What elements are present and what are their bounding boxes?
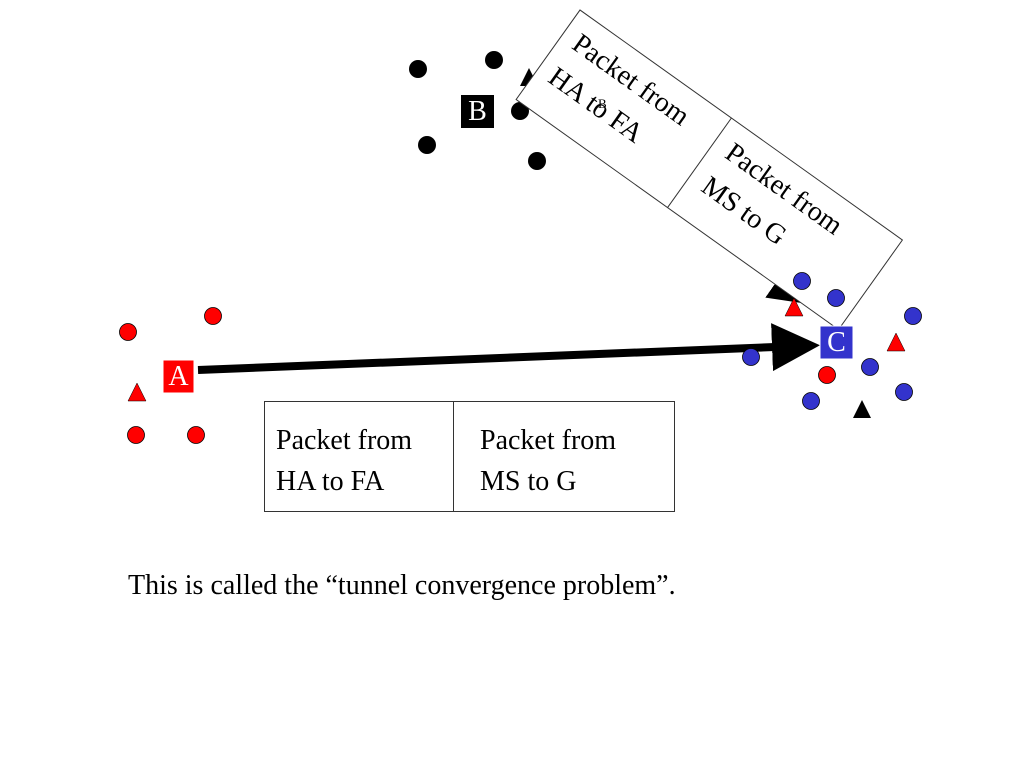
small-b-label: B bbox=[598, 96, 607, 111]
red-dot bbox=[127, 426, 145, 444]
red-dot bbox=[187, 426, 205, 444]
red-triangle bbox=[886, 332, 906, 352]
blue-dot bbox=[861, 358, 879, 376]
packet-box-upper: Packet from HA to FA Packet from MS to G bbox=[515, 9, 904, 331]
node-c-label: C bbox=[827, 327, 846, 358]
blue-dot bbox=[793, 272, 811, 290]
blue-dot bbox=[895, 383, 913, 401]
red-triangle bbox=[127, 382, 147, 402]
caption-text: This is called the “tunnel convergence p… bbox=[128, 570, 676, 601]
cluster-c bbox=[742, 272, 922, 418]
cell-ha-fa-line1: Packet from bbox=[276, 425, 413, 456]
red-dot bbox=[119, 323, 137, 341]
red-dot bbox=[204, 307, 222, 325]
blue-dot bbox=[802, 392, 820, 410]
node-b-box bbox=[461, 95, 494, 128]
black-triangle bbox=[853, 400, 871, 418]
red-dot bbox=[818, 366, 836, 384]
node-a-label: A bbox=[168, 361, 189, 392]
blue-dot bbox=[827, 289, 845, 307]
black-dot bbox=[409, 60, 427, 78]
black-dot bbox=[485, 51, 503, 69]
packet-box-lower: Packet from HA to FA Packet from MS to G bbox=[264, 401, 675, 512]
node-c-box bbox=[819, 325, 854, 360]
cell-ms-g-line1: Packet from bbox=[480, 425, 617, 456]
arrow-a-to-c bbox=[197, 323, 820, 374]
black-dot bbox=[528, 152, 546, 170]
blue-dot bbox=[742, 348, 760, 366]
red-triangle bbox=[784, 297, 804, 317]
node-a-box bbox=[162, 359, 195, 394]
packet-cell-ms-g: Packet from MS to G bbox=[454, 402, 674, 511]
black-dot bbox=[511, 102, 529, 120]
packet-cell-ha-fa: Packet from HA to FA bbox=[265, 402, 454, 511]
node-b-label: B bbox=[468, 96, 487, 127]
cluster-a bbox=[119, 307, 222, 444]
cell-ms-g-line2: MS to G bbox=[480, 466, 577, 497]
blue-dot bbox=[904, 307, 922, 325]
cell-ha-fa-line2: HA to FA bbox=[276, 466, 385, 497]
black-dot bbox=[418, 136, 436, 154]
